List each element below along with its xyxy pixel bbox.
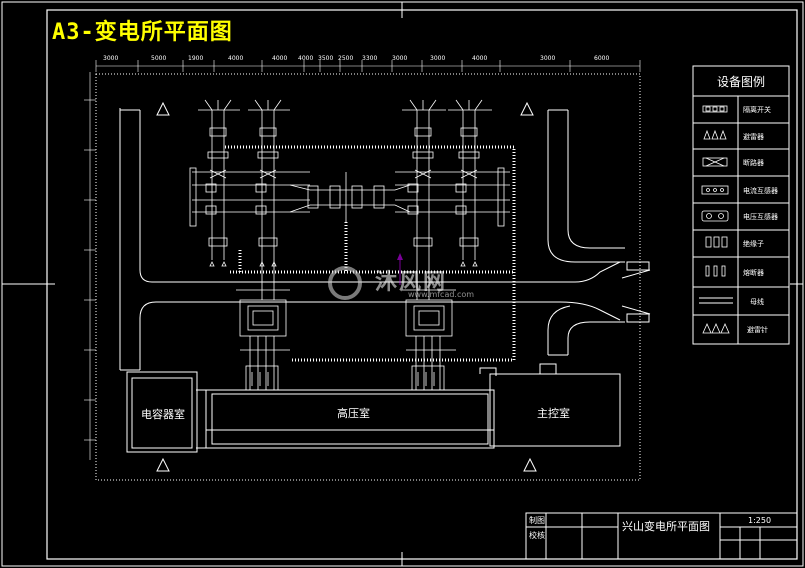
lightning-rods xyxy=(156,101,537,472)
dimension-label: 4000 xyxy=(272,55,288,62)
access-road xyxy=(119,108,625,371)
dimension-label: 6000 xyxy=(594,55,610,62)
current-transformer-icon xyxy=(701,185,729,195)
legend-title: 设备图例 xyxy=(716,75,765,89)
dimension-label: 2500 xyxy=(338,55,354,62)
capacitor-room-label: 电容器室 xyxy=(141,408,185,421)
control-room-label: 主控室 xyxy=(537,407,570,420)
lightning-arrester-icon xyxy=(703,129,727,140)
dimension-label: 4000 xyxy=(472,55,488,62)
dimension-label: 1900 xyxy=(188,55,204,62)
watermark-url: www.mfcad.com xyxy=(408,290,475,299)
watermark-text: 沐风网 xyxy=(375,270,448,295)
bus-tie-section xyxy=(289,172,411,222)
left-dimension-line xyxy=(84,72,96,460)
legend-label: 断路器 xyxy=(743,159,764,167)
dimension-label: 3000 xyxy=(430,55,446,62)
top-dimension-line xyxy=(95,60,641,72)
isolator-switch-icon xyxy=(702,105,728,113)
right-bay-group xyxy=(395,99,510,391)
high-voltage-room-label: 高压室 xyxy=(337,407,370,420)
site-fence xyxy=(95,73,641,481)
dimension-label: 3500 xyxy=(318,55,334,62)
legend-label: 绝缘子 xyxy=(743,240,764,248)
dimension-label: 5000 xyxy=(151,55,167,62)
title-block-drawn-by-label: 制图 xyxy=(529,516,545,525)
legend-box xyxy=(692,65,790,345)
legend-label: 电流互感器 xyxy=(743,187,778,195)
title-block-checked-by-label: 校核 xyxy=(529,531,545,540)
legend-label: 避雷器 xyxy=(743,133,764,141)
fuse-icon xyxy=(705,265,726,277)
dimension-label: 3000 xyxy=(540,55,556,62)
legend-label: 电压互感器 xyxy=(743,213,778,221)
dimension-label: 4000 xyxy=(228,55,244,62)
main-gate xyxy=(621,261,651,323)
legend-label: 熔断器 xyxy=(743,269,764,277)
legend-label: 隔离开关 xyxy=(743,106,771,114)
title-block-scale: 1:250 xyxy=(748,516,772,525)
watermark-logo xyxy=(328,253,403,300)
legend-label: 避雷针 xyxy=(747,326,768,334)
left-bay-group xyxy=(189,99,310,391)
title-block-drawing-name: 兴山变电所平面图 xyxy=(622,520,710,533)
buildings xyxy=(126,363,621,453)
dimension-label: 3300 xyxy=(362,55,378,62)
lightning-rod-icon xyxy=(702,323,730,334)
dimension-label: 3000 xyxy=(392,55,408,62)
dimension-label: 4000 xyxy=(298,55,314,62)
legend-label: 母线 xyxy=(750,298,764,306)
drawing-title: A3-变电所平面图 xyxy=(52,20,233,45)
busbar-icon xyxy=(699,297,733,304)
circuit-breaker-icon xyxy=(702,157,728,167)
voltage-transformer-icon xyxy=(701,210,729,222)
title-block xyxy=(525,512,798,560)
insulator-icon xyxy=(705,236,728,248)
cable-trench xyxy=(225,145,516,362)
dimension-label: 3000 xyxy=(103,55,119,62)
